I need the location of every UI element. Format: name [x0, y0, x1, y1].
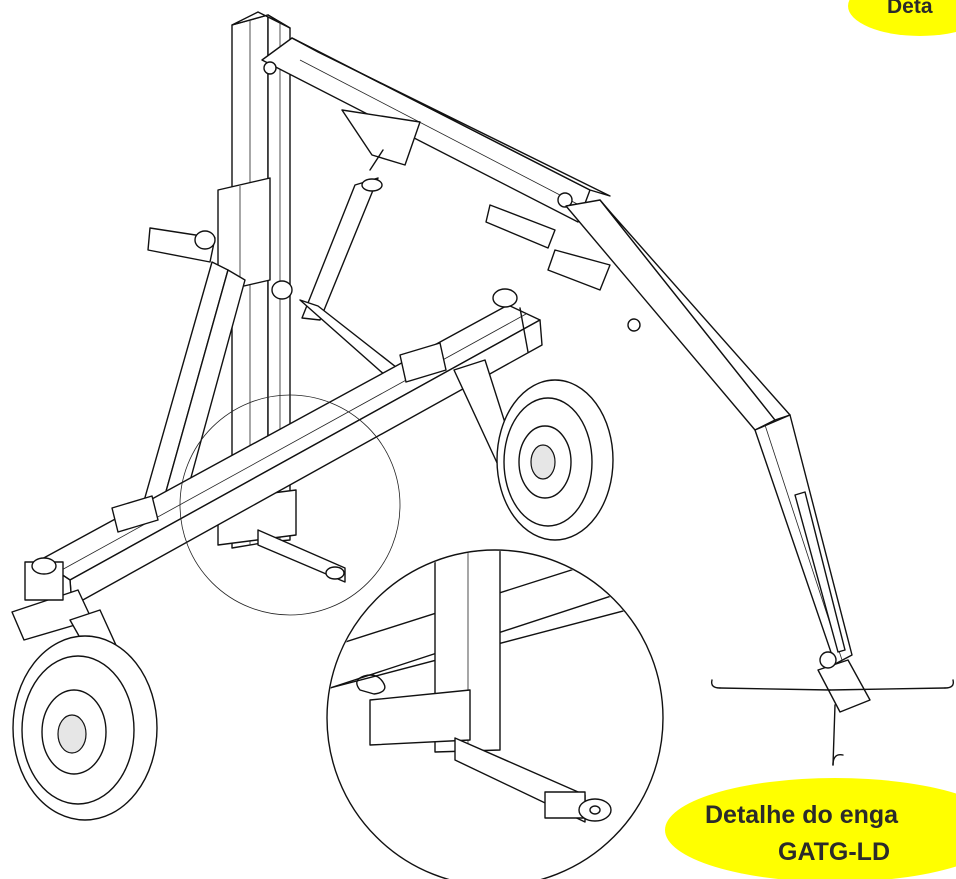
vertical-mast — [217, 11, 346, 583]
top-callout: Deta — [848, 0, 956, 36]
rear-wheel-assembly — [453, 288, 614, 541]
front-wheel-assembly — [12, 557, 158, 821]
support-struts — [139, 230, 411, 526]
detail-source-circle — [179, 394, 401, 616]
top-callout-text: Deta — [887, 0, 933, 18]
bottom-callout-line2: GATG-LD — [778, 838, 890, 866]
detail-zoom-circle — [326, 549, 664, 879]
descending-boom — [565, 199, 853, 665]
bottom-callout: Detalhe do enga GATG-LD — [665, 778, 956, 879]
top-callout-bubble — [848, 0, 956, 36]
tripod-stand — [710, 651, 955, 766]
hydraulic-cylinders — [147, 149, 611, 321]
bottom-callout-line1: Detalhe do enga — [705, 801, 899, 829]
upper-boom — [261, 37, 611, 223]
bottom-callout-bubble — [665, 778, 956, 879]
